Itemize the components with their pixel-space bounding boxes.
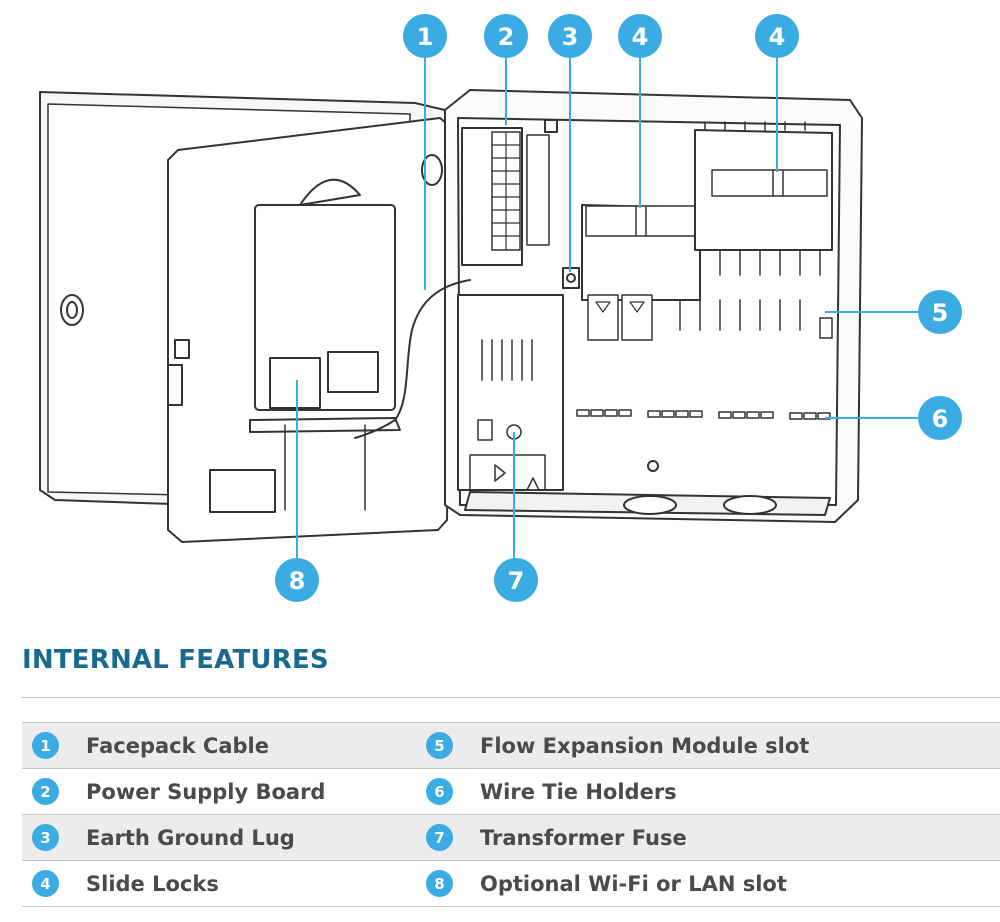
- callout-2: 2: [484, 14, 528, 58]
- callout-7-number: 7: [508, 567, 525, 595]
- callout-4a-number: 4: [632, 23, 649, 51]
- table-row: 1 Facepack Cable 5 Flow Expansion Module…: [22, 722, 1000, 768]
- section-divider: [22, 697, 1000, 698]
- feature-8-label: Optional Wi-Fi or LAN slot: [480, 871, 787, 896]
- section-title: INTERNAL FEATURES: [22, 645, 329, 675]
- table-row: 4 Slide Locks 8 Optional Wi-Fi or LAN sl…: [22, 860, 1000, 907]
- table-row: 2 Power Supply Board 6 Wire Tie Holders: [22, 768, 1000, 814]
- feature-7: 7 Transformer Fuse: [426, 815, 687, 860]
- feature-4-number: 4: [32, 870, 59, 897]
- earth-ground-lug: [562, 267, 580, 289]
- callout-5-number: 5: [932, 299, 949, 327]
- feature-6: 6 Wire Tie Holders: [426, 769, 677, 814]
- callout-7: 7: [494, 558, 538, 602]
- callout-1-number: 1: [417, 23, 434, 51]
- wire-tie-holders: [576, 409, 831, 420]
- features-table: 1 Facepack Cable 5 Flow Expansion Module…: [22, 722, 1000, 907]
- feature-1-label: Facepack Cable: [86, 733, 269, 758]
- feature-6-label: Wire Tie Holders: [480, 779, 677, 804]
- module-slot-fins: [679, 299, 833, 339]
- feature-2: 2 Power Supply Board: [32, 769, 325, 814]
- controller-diagram: 1 2 3 4 4 5 6 7 8: [39, 14, 962, 602]
- callout-6-number: 6: [932, 405, 949, 433]
- feature-4: 4 Slide Locks: [32, 861, 219, 906]
- feature-5-label: Flow Expansion Module slot: [480, 733, 810, 758]
- feature-7-number: 7: [426, 824, 453, 851]
- facepack-door: [167, 117, 453, 543]
- callout-2-number: 2: [498, 23, 515, 51]
- feature-3-number: 3: [32, 824, 59, 851]
- feature-5-number: 5: [426, 732, 453, 759]
- feature-3: 3 Earth Ground Lug: [32, 815, 295, 860]
- transformer: [457, 294, 564, 491]
- callout-8: 8: [275, 558, 319, 602]
- feature-4-label: Slide Locks: [86, 871, 219, 896]
- leader-lines: [296, 55, 918, 560]
- callout-3: 3: [548, 14, 592, 58]
- callout-1: 1: [403, 14, 447, 58]
- callout-8-number: 8: [289, 567, 306, 595]
- feature-6-number: 6: [426, 778, 453, 805]
- feature-8-number: 8: [426, 870, 453, 897]
- feature-2-number: 2: [32, 778, 59, 805]
- facepack-cable: [354, 279, 471, 439]
- feature-1: 1 Facepack Cable: [32, 723, 269, 768]
- callout-4b: 4: [755, 14, 799, 58]
- callout-4b-number: 4: [769, 23, 786, 51]
- feature-5: 5 Flow Expansion Module slot: [426, 723, 809, 768]
- feature-1-number: 1: [32, 732, 59, 759]
- power-supply-board: [461, 119, 558, 266]
- callout-4a: 4: [618, 14, 662, 58]
- module-1: [581, 204, 701, 341]
- feature-3-label: Earth Ground Lug: [86, 825, 295, 850]
- callout-3-number: 3: [562, 23, 579, 51]
- callout-5: 5: [918, 290, 962, 334]
- callout-6: 6: [918, 396, 962, 440]
- module-2: [694, 121, 833, 276]
- table-row: 3 Earth Ground Lug 7 Transformer Fuse: [22, 814, 1000, 860]
- feature-2-label: Power Supply Board: [86, 779, 326, 804]
- feature-7-label: Transformer Fuse: [480, 825, 687, 850]
- feature-8: 8 Optional Wi-Fi or LAN slot: [426, 861, 787, 906]
